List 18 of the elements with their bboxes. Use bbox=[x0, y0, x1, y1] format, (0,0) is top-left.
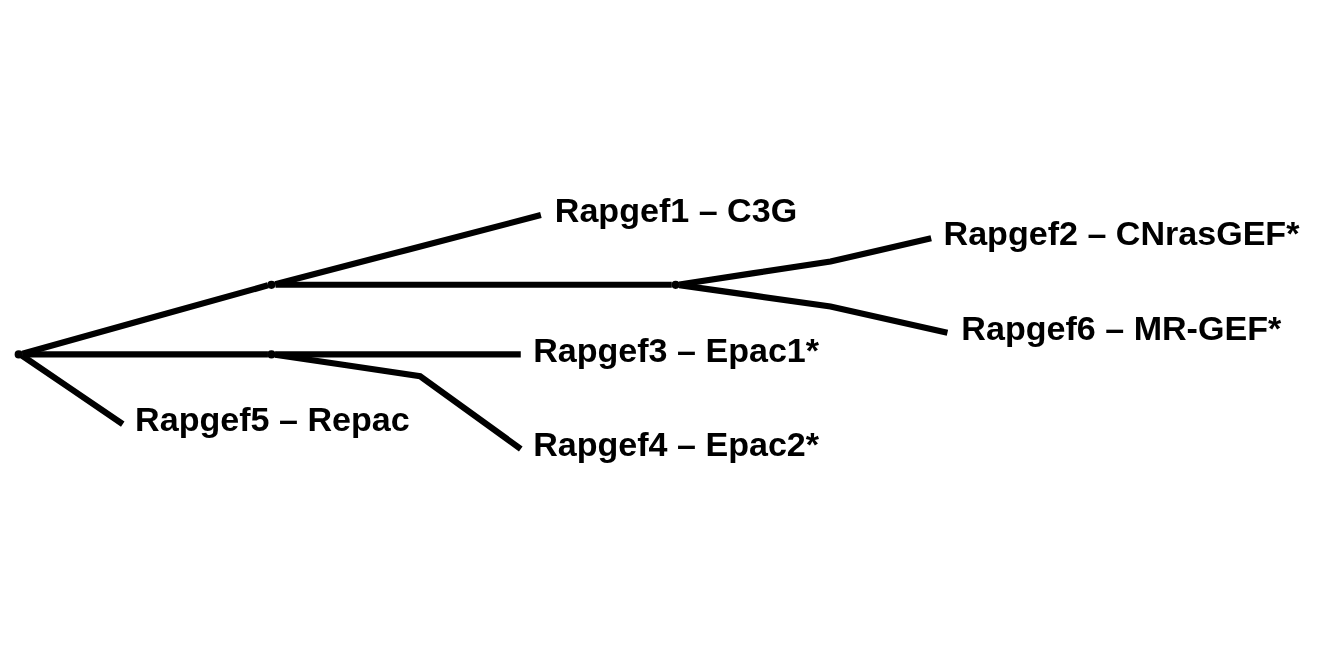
node-text: Rapgef6 – MR-GEF* bbox=[961, 308, 1282, 347]
node-point bbox=[267, 349, 276, 359]
connector bbox=[275, 281, 672, 288]
connector bbox=[678, 234, 932, 287]
connector bbox=[21, 281, 269, 357]
node-point bbox=[267, 280, 276, 289]
connector bbox=[274, 211, 542, 287]
node-text: Rapgef4 – Epac2* bbox=[533, 424, 820, 463]
connector bbox=[275, 350, 521, 358]
node-point bbox=[671, 280, 680, 289]
connector bbox=[20, 352, 125, 427]
node-text: Rapgef2 – CNrasGEF* bbox=[943, 213, 1300, 252]
connector bbox=[678, 281, 949, 336]
node-point bbox=[14, 349, 23, 359]
node-text: Rapgef3 – Epac1* bbox=[533, 330, 820, 369]
node-text: Rapgef5 – Repac bbox=[135, 399, 410, 438]
connector bbox=[274, 351, 523, 451]
node-text: Rapgef1 – C3G bbox=[554, 190, 798, 229]
